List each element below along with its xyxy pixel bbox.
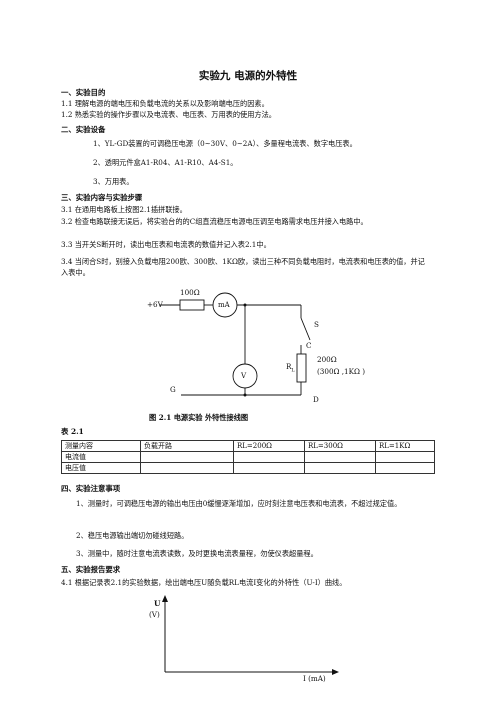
node-c-label: C — [306, 341, 312, 350]
precaution-line-2: 2、稳压电源输出端切勿碰线短路。 — [76, 531, 189, 540]
junction-dot-top — [243, 303, 247, 307]
y-axis-arrow — [162, 595, 168, 602]
voltmeter-label: V — [241, 371, 247, 380]
equipment-line-3: 3、万用表。 — [93, 177, 134, 186]
section-heading-report: 五、实验报告要求 — [61, 565, 121, 574]
report-line-1: 4.1 根据记录表2.1的实验数据，绘出端电压U随负载RL电流I变化的外特性（U… — [61, 578, 347, 587]
load-alt-values-label: (300Ω ,1KΩ ) — [317, 367, 366, 376]
load-resistor-symbol — [296, 353, 307, 383]
series-resistor-label: 100Ω — [180, 288, 200, 297]
procedure-line-4: 3.4 当闭合S时，别接入负载电阻200欧、300欧、1KΩ欧，读出三种不同负载… — [61, 257, 425, 277]
table-cell — [375, 462, 435, 474]
load-resistor-label: RL — [286, 362, 295, 375]
page-title: 实验九 电源的外特性 — [198, 70, 298, 82]
procedure-line-1: 3.1 在通用电路板上按图2.1插拼联接。 — [61, 205, 187, 214]
section-heading-precautions: 四、实验注意事项 — [61, 484, 121, 493]
load-resistor-letter: R — [286, 362, 292, 371]
section-heading-objective: 一、实验目的 — [61, 88, 106, 97]
switch-blade — [300, 317, 311, 341]
precaution-line-3: 3、测量中，随时注意电流表读数，及时更换电流表量程，勿使仪表超量程。 — [76, 549, 318, 558]
load-resistor-subscript: L — [291, 367, 295, 374]
node-g-label: G — [170, 385, 176, 394]
equipment-line-2: 2、透明元件盒A1-R04、A1-R10、A4-S1。 — [93, 158, 238, 167]
section-heading-procedure: 三、实验内容与实验步骤 — [61, 193, 143, 202]
switch-label: S — [314, 320, 319, 329]
node-d-label: D — [313, 395, 319, 404]
data-table: 测量内容 负载开路 RL=200Ω RL=300Ω RL=1KΩ 电流值 电压值 — [61, 440, 435, 474]
figure-caption: 图 2.1 电源实验 外特性接线图 — [149, 413, 249, 422]
precaution-line-1: 1、测量时，可调稳压电源的输出电压由0缓慢逐渐增加，应时刻注意电压表和电流表，不… — [76, 499, 402, 508]
x-axis-label: I (mA) — [303, 674, 326, 683]
section-heading-equipment: 二、实验设备 — [61, 125, 106, 134]
procedure-line-2: 3.2 检查电路联接无误后，将实验台的的C组直流稳压电源电压调至电路需求电压并接… — [61, 217, 368, 226]
x-axis-arrow — [332, 669, 339, 675]
table-caption: 表 2.1 — [61, 427, 84, 436]
table-row: 电压值 — [61, 462, 435, 474]
source-label: +6V — [147, 300, 163, 309]
y-axis-unit: (V) — [149, 610, 160, 619]
procedure-line-3: 3.3 当开关S断开时，读出电压表和电流表的数值并记入表2.1中。 — [61, 240, 271, 249]
ammeter-label: mA — [218, 301, 230, 309]
equipment-line-1: 1、YL-GD装置的可调稳压电源（0~30V、0~2A）、多量程电流表、数字电压… — [93, 139, 357, 148]
objective-line-1: 1.1 理解电源的端电压和负载电流的关系以及影响端电压的因素。 — [61, 99, 269, 108]
load-value-label: 200Ω — [317, 355, 337, 364]
y-axis-label: U — [154, 599, 161, 608]
objective-line-2: 1.2 熟悉实验的操作步骤以及电流表、电压表、万用表的使用方法。 — [61, 110, 276, 119]
junction-dot-bottom — [243, 393, 247, 397]
